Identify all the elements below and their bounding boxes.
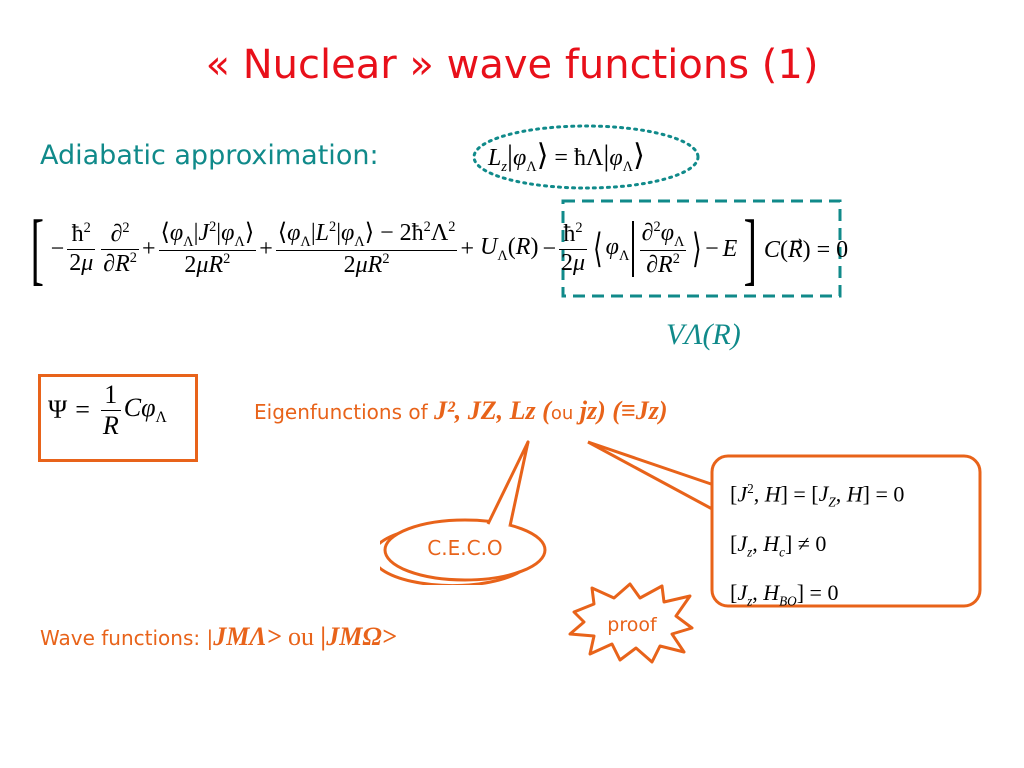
wave-functions-line: Wave functions: |JMΛ> ou |JMΩ> — [40, 622, 397, 652]
eigen-ops: J², JZ, Lz ( — [433, 396, 551, 425]
eigen-prefix: Eigenfunctions of — [254, 400, 434, 424]
adiabatic-label: Adiabatic approximation: — [40, 140, 379, 171]
commutator-line-3: [Jz, HBO] = 0 — [730, 580, 839, 609]
eigen-ou: ou — [550, 403, 574, 424]
eigenfunctions-text: Eigenfunctions of J², JZ, Lz (ou jz) (≡J… — [254, 396, 668, 426]
eigen-suffix: jz) (≡Jz) — [573, 396, 668, 425]
v-lambda-label: VΛ(R) — [666, 318, 741, 351]
lz-equation: Lz|φΛ⟩ = ħΛ|φΛ⟩ — [488, 139, 645, 175]
ceco-label: C.E.C.O — [427, 536, 503, 560]
commutator-callout — [587, 440, 982, 608]
proof-label[interactable]: proof — [607, 614, 657, 636]
commutator-line-1: [J2, H] = [JZ, H] = 0 — [730, 481, 905, 510]
commutator-relations: [J2, H] = [JZ, H] = 0 [Jz, Hc] ≠ 0 [Jz, … — [730, 468, 904, 622]
commutator-line-2: [Jz, Hc] ≠ 0 — [730, 530, 827, 560]
psi-box — [38, 374, 198, 462]
dashed-box — [561, 199, 842, 298]
ceco-bubble — [380, 440, 547, 585]
wave-prefix: Wave functions: | — [40, 626, 214, 650]
proof-starburst[interactable] — [566, 582, 696, 664]
wave-ou: ou — [281, 622, 321, 651]
wave-ket-1: JMΛ> — [213, 622, 282, 651]
wave-ket-2: |JMΩ> — [320, 622, 397, 651]
dotted-ellipse — [472, 124, 700, 190]
slide-title: « Nuclear » wave functions (1) — [205, 42, 819, 88]
